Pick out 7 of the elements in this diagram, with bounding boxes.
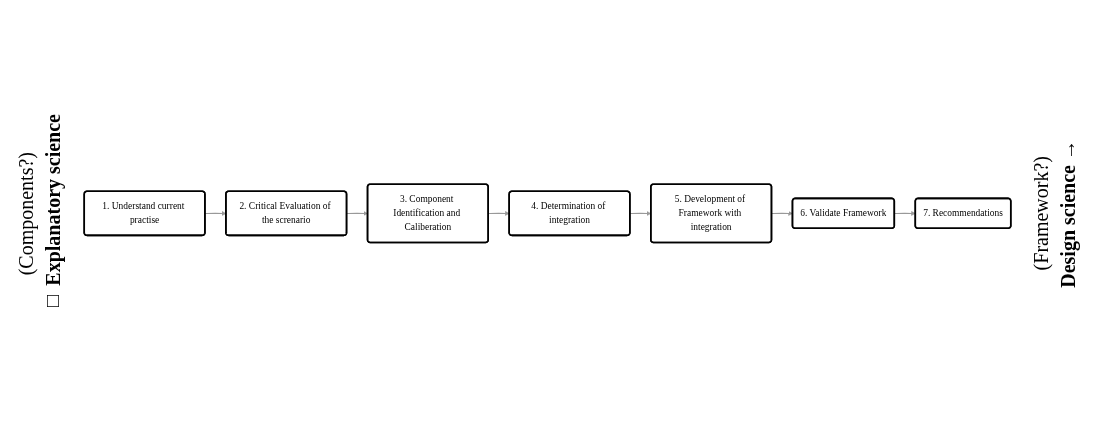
side-note: (Framework?) bbox=[1030, 156, 1053, 271]
side-heading: □ Explanatory science bbox=[42, 114, 65, 313]
arrow bbox=[894, 211, 916, 216]
arrow bbox=[346, 211, 368, 216]
arrow bbox=[771, 211, 793, 216]
side-note: (Components?) bbox=[15, 151, 38, 276]
side-heading: Design science → bbox=[1057, 139, 1080, 288]
